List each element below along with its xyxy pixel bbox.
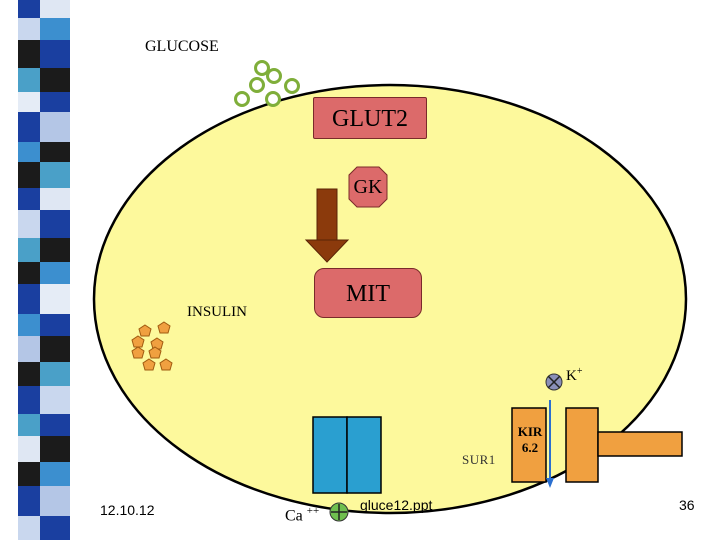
stripe-block [18,238,40,262]
insulin-granule-icon [131,346,145,359]
stripe-block [40,162,70,188]
ca-channel-left [312,416,348,494]
stripe-block [18,284,40,314]
stripe-block [18,436,40,462]
ca-channel [312,416,382,494]
footer-filename: gluce12.ppt [360,497,433,513]
stripe-block [18,0,40,18]
stripe-block [40,362,70,386]
footer-page-number: 36 [679,497,695,513]
stripe-block [18,68,40,92]
insulin-granule-icon [138,324,152,337]
stripe-block [18,336,40,362]
stripe-block [18,462,40,486]
mitochondria-box: MIT [314,268,422,318]
k-ion-closed-icon [545,373,563,391]
stripe-block [18,262,40,284]
footer-date: 12.10.12 [100,502,155,518]
stripe-block [40,284,70,314]
decorative-stripe-bar [18,0,70,540]
glucose-molecule-icon [249,77,265,93]
gk-octagon [348,166,388,208]
glucose-molecule-icon [284,78,300,94]
stripe-block [18,210,40,238]
ca-ion-text: Ca [285,507,303,525]
stripe-block [40,142,70,162]
stripe-block [18,162,40,188]
stripe-block [40,414,70,436]
down-arrow-icon [304,188,350,263]
kir-label: KIR 6.2 [513,424,547,456]
stripe-block [40,238,70,262]
ca-ion-charge: ++ [306,505,320,517]
k-ion-label: K+ [566,366,582,385]
stripe-block [18,414,40,436]
stripe-block [40,92,70,112]
insulin-granule-icon [148,346,162,359]
sur1-channel-extension [597,431,683,457]
stripe-block [18,40,40,68]
stripe-block [40,18,70,40]
k-ion-charge: + [576,366,583,377]
stripe-block [18,92,40,112]
insulin-granules [131,321,173,371]
glucose-molecule-icon [234,91,250,107]
sur1-label: SUR1 [462,452,496,467]
stripe-block [40,40,70,68]
stripe-block [40,386,70,414]
ca-channel-right [346,416,382,494]
stripe-pattern [18,0,70,540]
kir-channel [511,407,547,483]
stripe-block [18,112,40,142]
stripe-block [40,0,70,18]
stripe-block [18,516,40,540]
glucose-molecules [234,60,300,107]
glucose-molecule-icon [265,91,281,107]
insulin-label: INSULIN [187,304,247,320]
stripe-block [40,516,70,540]
gk-label: GK [353,176,383,198]
stripe-block [40,112,70,142]
stripe-block [40,462,70,486]
glucose-label: GLUCOSE [145,38,219,55]
stripe-block [40,188,70,210]
ca-ion-label: Ca ++ [285,505,319,525]
stripe-block [40,436,70,462]
kir-label-line2: 6.2 [521,440,539,455]
glucose-molecule-icon [266,68,282,84]
stripe-block [18,362,40,386]
stripe-block [18,188,40,210]
insulin-granule-icon [142,358,156,371]
kir-label-line1: KIR [517,424,543,439]
stripe-block [40,336,70,362]
stripe-block [18,142,40,162]
stripe-block [18,386,40,414]
glut2-transporter: GLUT2 [313,97,427,139]
stripe-block [18,18,40,40]
insulin-granule-icon [159,358,173,371]
k-ion-text: K [566,368,577,384]
ca-ion-open-icon [329,502,349,522]
stripe-block [40,262,70,284]
stripe-block [18,314,40,336]
stripe-block [40,314,70,336]
insulin-granule-icon [157,321,171,334]
sur1-channel [565,407,599,483]
stripe-block [40,68,70,92]
stripe-block [40,210,70,238]
k-efflux-arrow-icon [546,400,554,488]
stripe-block [40,486,70,516]
stripe-block [18,486,40,516]
glucose-molecule-icon [254,60,270,76]
